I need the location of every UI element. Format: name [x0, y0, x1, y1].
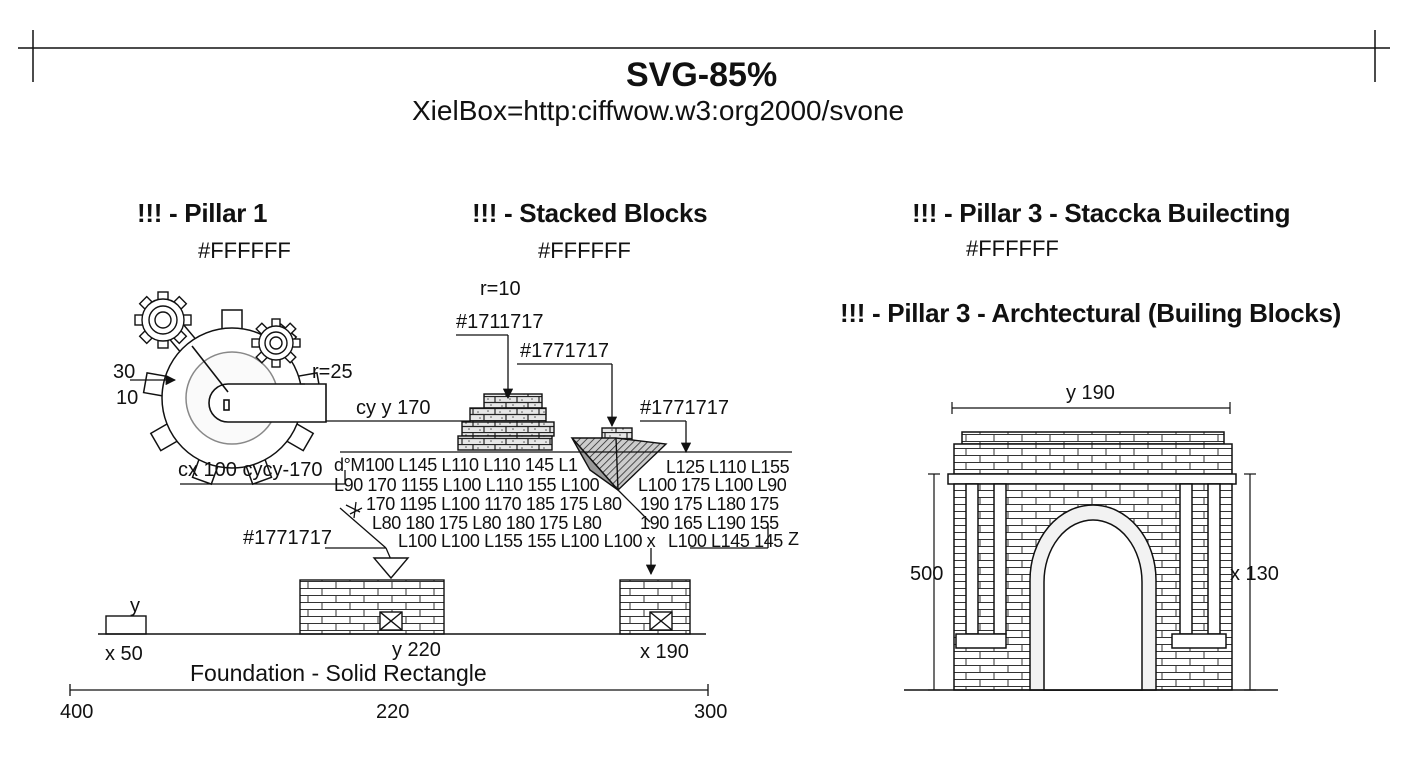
label-30: 30 — [113, 361, 136, 383]
brick-block-right — [619, 579, 691, 635]
label-y: y — [130, 595, 140, 617]
heading-pillar-3: !!! - Pillar 3 - Staccka Builecting — [912, 198, 1291, 228]
color-pillar-3: #FFFFFF — [966, 236, 1059, 261]
stacked-leaders — [339, 334, 792, 576]
heading-pillar-1: !!! - Pillar 1 — [137, 198, 268, 228]
label-x190: x 190 — [640, 641, 689, 663]
gear-arm — [191, 345, 327, 423]
subheading-pillar-3: !!! - Pillar 3 - Archtectural (Builing B… — [840, 298, 1341, 328]
block-prism — [570, 427, 668, 492]
label-x50: x 50 — [105, 643, 143, 665]
label-hex-lower: #1771717 — [243, 527, 332, 549]
label-hex-1: #1711717 — [456, 311, 544, 333]
label-arch-500: 500 — [910, 563, 944, 585]
path-data-line-2: L90 170 1155 L100 L110 155 L100 — [334, 475, 600, 495]
axis-tick-300: 300 — [694, 701, 728, 723]
page-title: SVG-85% — [626, 56, 778, 94]
label-hex-2: #1771717 — [520, 340, 609, 362]
color-pillar-1: #FFFFFF — [198, 238, 291, 263]
label-arch-y190: y 190 — [1066, 382, 1115, 404]
foundation-small-rect — [105, 615, 147, 635]
label-10: 10 — [116, 387, 139, 409]
pillar1-leaders — [130, 374, 480, 549]
gear-tiny-icon — [251, 318, 301, 368]
path-data-line-1: d°M100 L145 L110 L110 145 L1 — [334, 455, 578, 475]
page-subtitle: XielBox=http:ciffwow.w3:org2000/svone — [412, 95, 905, 126]
gear-small-icon — [134, 291, 192, 349]
path-data-line-8: 190 175 L180 175 — [640, 494, 779, 514]
label-cx100: cx 100 cycy-170 — [178, 459, 323, 481]
axis-tick-220: 220 — [376, 701, 410, 723]
label-foundation: Foundation - Solid Rectangle — [190, 660, 487, 686]
label-hex-3: #1771717 — [640, 397, 729, 419]
label-r25: r=25 — [312, 361, 353, 383]
label-cy170: cy y 170 — [356, 397, 431, 419]
path-data-line-11: Z — [788, 529, 799, 549]
label-r10: r=10 — [480, 278, 521, 300]
brick-block-left — [299, 579, 445, 635]
path-data-line-7: L100 175 L100 L90 — [638, 475, 787, 495]
arch-dimension-top — [951, 402, 1231, 414]
path-data-line-3: 170 1195 L100 1170 185 175 L80 — [366, 494, 622, 514]
arch-structure — [947, 431, 1237, 691]
path-data-line-9: 190 165 L190 155 — [640, 513, 779, 533]
axis-tick-400: 400 — [60, 701, 94, 723]
top-frame — [18, 30, 1390, 82]
bottom-axis — [69, 684, 709, 696]
drop-triangle — [372, 557, 410, 580]
path-data-line-5: L100 L100 L155 155 L100 L100 x — [398, 531, 656, 551]
arch-dimension-sides — [928, 473, 1256, 691]
path-data-line-10: L100 L145 145 — [668, 531, 783, 551]
heading-stacked-blocks: !!! - Stacked Blocks — [472, 198, 708, 228]
path-data-line-4: L80 180 175 L80 180 175 L80 — [372, 513, 602, 533]
sparkle-icon — [345, 501, 363, 519]
label-arch-x130: x 130 — [1230, 563, 1279, 585]
label-y220: y 220 — [392, 639, 441, 661]
path-data-line-6: L125 L110 L155 — [666, 457, 790, 477]
color-stacked-blocks: #FFFFFF — [538, 238, 631, 263]
stacked-bricks — [457, 393, 555, 451]
